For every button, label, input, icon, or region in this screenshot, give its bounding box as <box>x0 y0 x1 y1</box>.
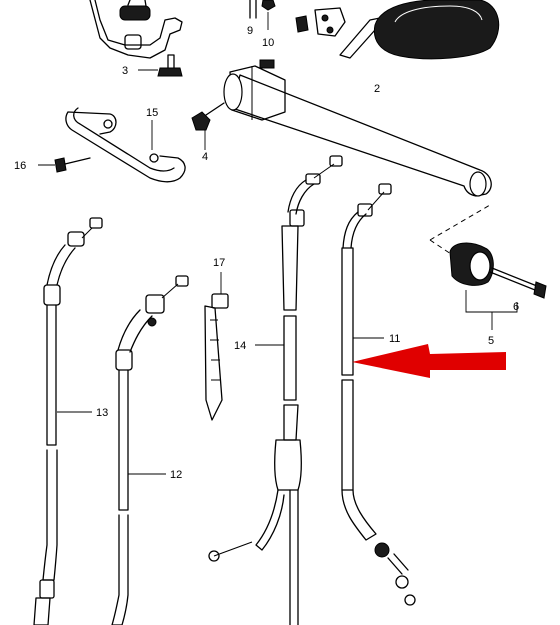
mirror-clamp <box>295 7 381 59</box>
callout-5: 5 <box>488 335 494 347</box>
part-17-cable-tie <box>204 272 229 421</box>
callout-9: 9 <box>247 25 253 37</box>
callout-11: 11 <box>389 333 400 345</box>
callout-4: 4 <box>202 151 208 163</box>
callout-10: 10 <box>262 37 274 49</box>
part-2-handlebar <box>223 59 492 197</box>
part-13-cable <box>33 217 103 625</box>
part-9-stem <box>249 0 257 19</box>
callout-2: 2 <box>374 83 380 95</box>
callout-17: 17 <box>213 257 225 269</box>
callout-16: 16 <box>14 160 26 172</box>
part-15-bracket <box>65 107 186 183</box>
mirror-head <box>373 0 500 60</box>
callout-6: 6 <box>513 301 519 313</box>
part-10-nut <box>261 0 276 30</box>
callout-15: 15 <box>146 107 158 119</box>
callout-13: 13 <box>96 407 108 419</box>
callout-12: 12 <box>170 469 182 481</box>
red-arrow-icon <box>352 344 506 378</box>
part-12-cable <box>111 275 189 625</box>
part-5-weight <box>449 242 518 330</box>
part-4-bolt <box>191 102 225 150</box>
callout-14: 14 <box>234 340 246 352</box>
part-11-cable <box>341 183 416 606</box>
part-16-bolt <box>38 157 91 173</box>
callout-3: 3 <box>122 65 128 77</box>
part-6-screw <box>489 267 547 299</box>
lever-bracket <box>89 0 183 59</box>
part-3-bolt <box>138 54 183 77</box>
part-14-cable <box>208 155 343 625</box>
